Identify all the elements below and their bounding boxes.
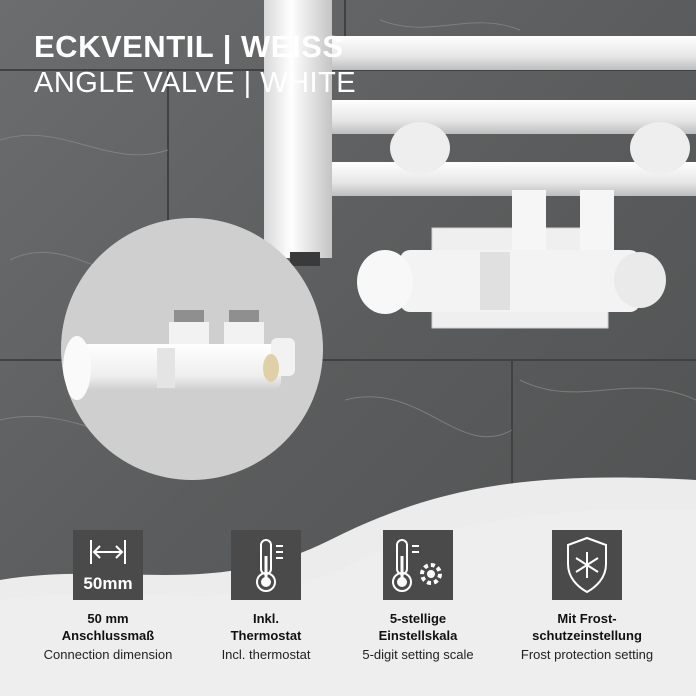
- width-arrows-icon: 50mm: [73, 530, 143, 600]
- feature-connection-dimension: 50mm 50 mm Anschlussmaß Connection dimen…: [23, 530, 193, 663]
- feature-title: 50 mm Anschlussmaß: [61, 611, 155, 643]
- feature-list: 50mm 50 mm Anschlussmaß Connection dimen…: [0, 530, 696, 670]
- feature-title: 5-stellige Einstellskala: [378, 611, 458, 643]
- thermometer-gear-icon: [383, 530, 453, 600]
- feature-subtitle: Incl. thermostat: [221, 647, 311, 662]
- feature-setting-scale: 5-stellige Einstellskala 5-digit setting…: [333, 530, 503, 663]
- feature-frost-protection: Mit Frost- schutzeinstellung Frost prote…: [502, 530, 672, 663]
- title-block: ECKVENTIL | WEISS ANGLE VALVE | WHITE: [34, 30, 356, 100]
- feature-subtitle: 5-digit setting scale: [362, 647, 474, 662]
- product-circle: [61, 218, 323, 480]
- feature-title: Mit Frost- schutzeinstellung: [532, 611, 642, 643]
- feature-title: Inkl. Thermostat: [230, 611, 302, 643]
- dimension-label: 50mm: [83, 574, 133, 593]
- valve-product-image: [63, 310, 295, 400]
- feature-thermostat: Inkl. Thermostat Incl. thermostat: [181, 530, 351, 663]
- thermometer-icon: [231, 530, 301, 600]
- feature-subtitle: Connection dimension: [43, 647, 173, 662]
- snowflake-shield-icon: [552, 530, 622, 600]
- title-english: ANGLE VALVE | WHITE: [34, 67, 357, 99]
- title-german: ECKVENTIL | WEISS: [34, 29, 344, 64]
- feature-subtitle: Frost protection setting: [520, 647, 654, 662]
